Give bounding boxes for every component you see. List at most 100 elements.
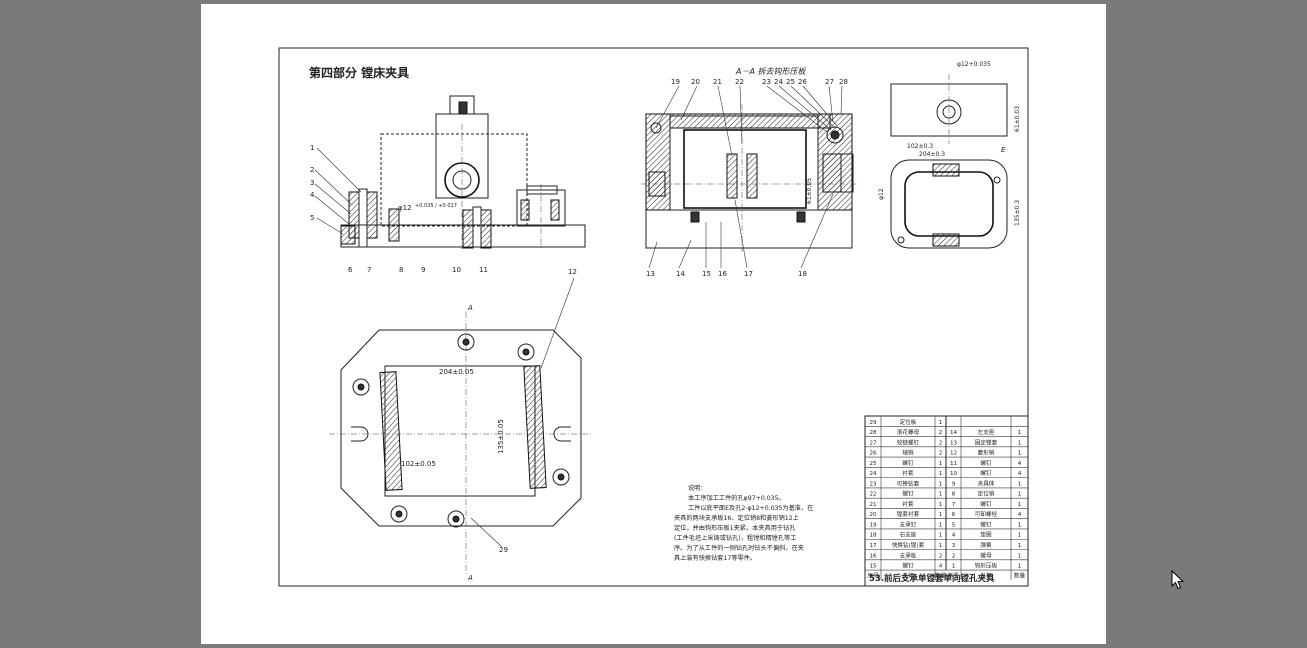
bom-item-name: 铰链螺钉 (897, 438, 920, 446)
part-number: 27 (825, 78, 834, 86)
bom-item-qty: 1 (1018, 481, 1022, 487)
bom-item-number: 27 (869, 440, 877, 446)
bom-item-name: 固定镗套 (975, 438, 998, 446)
bom-item-name: 左支座 (978, 428, 995, 436)
bom-item-qty: 1 (939, 492, 943, 498)
bom-item-number: 8 (952, 492, 956, 498)
part-number: 9 (421, 266, 425, 274)
note-line: 定位，并由钩形压板1夹紧。本夹具用于钻孔 (674, 524, 796, 532)
bom-item-number: 4 (952, 533, 956, 539)
bom-item-number: 11 (950, 461, 958, 467)
part-number: 20 (691, 78, 700, 86)
workpiece-view: φ12+0.035 61±0.03 E 102±0.3 204±0.3 135±… (878, 61, 1021, 249)
bom-item-number: 2 (952, 553, 956, 559)
part-number: 26 (798, 78, 807, 86)
bom-item-name: 螺钉 (980, 500, 992, 508)
bom-item-name: 菱形销 (978, 449, 995, 457)
bom-item-number: 24 (869, 471, 877, 477)
bom-item-qty: 1 (1018, 564, 1022, 570)
bom-item-number: 12 (950, 451, 957, 457)
bom-item-qty: 1 (1018, 502, 1022, 508)
bom-item-name: 衬套 (902, 469, 914, 477)
bom-item-name: 可换钻套 (897, 479, 920, 487)
dim-d2: 135±0.05 (497, 419, 505, 454)
bom-item-number: 5 (952, 522, 956, 528)
dim-d9: 61±0.03 (1014, 106, 1021, 132)
part-number: 21 (713, 78, 722, 86)
bom-item-qty: 1 (939, 461, 943, 467)
bom-item-name: 螺钉 (980, 469, 992, 477)
bom-item-qty: 1 (939, 502, 943, 508)
note-line: 夹具的两块支承板16、定位销8和菱形销12上 (674, 514, 799, 522)
bom-item-qty: 4 (1018, 471, 1022, 477)
bom-item-qty: 1 (939, 420, 943, 426)
notes-block: 说明： 本工序加工工件的孔φ97+0.035。 工件以底平面E及孔2-φ12+0… (674, 484, 813, 562)
bom-item-name: 螺母 (980, 551, 992, 559)
bom-item-qty: 1 (939, 471, 943, 477)
bom-item-name: 支承板 (900, 551, 917, 559)
part-number: 28 (839, 78, 848, 86)
bom-item-qty: 2 (939, 451, 943, 457)
part-number: 14 (676, 270, 685, 278)
bom-item-number: 21 (869, 502, 877, 508)
leader-lines (314, 85, 843, 548)
bom-item-number: 13 (950, 440, 958, 446)
bom-item-qty: 1 (1018, 430, 1022, 436)
section-mark-bottom: A (467, 574, 473, 582)
bom-header: 名称 (902, 572, 914, 580)
bom-item-name: 定位板 (900, 418, 917, 426)
bom-item-name: 定位销 (978, 490, 995, 498)
part-number: 29 (499, 546, 508, 554)
bom-item-name: 弹簧 (980, 541, 992, 549)
bom-item-number: 16 (869, 553, 877, 559)
section-view: A－A 拆去钩形压板 61±0.05 (641, 67, 861, 252)
plan-bolts (352, 333, 570, 528)
bom-item-number: 18 (869, 533, 877, 539)
header-title: 第四部分 镗床夹具 (309, 65, 409, 80)
bom-item-name: 轴销 (902, 449, 914, 457)
note-line: 具上装有快换钻套17等零件。 (674, 554, 756, 562)
bom-item-name: 螺钉 (902, 490, 914, 498)
part-number: 19 (671, 78, 680, 86)
dim-d6: 204±0.3 (919, 151, 945, 158)
dim-d12: φ12 (878, 188, 885, 200)
bom-item-qty: 4 (939, 564, 943, 570)
part-number: 6 (348, 266, 353, 274)
bom-item-name: 快换钻(镗)套 (892, 541, 925, 549)
dim-d4: φ12 (398, 204, 412, 212)
part-number: 13 (646, 270, 655, 278)
bom-item-number: 20 (869, 512, 877, 518)
bom-item-name: 衬套 (902, 500, 914, 508)
bom-item-name: 夹具体 (978, 479, 995, 487)
bom-item-number: 23 (869, 481, 877, 487)
bom-item-number: 22 (869, 492, 876, 498)
note-line: 序。为了从工件的一侧钻孔时钻头不偏斜，在夹 (674, 544, 804, 552)
front-view: φ12 +0.035 / +0.017 (340, 95, 586, 249)
part-number: 24 (774, 78, 783, 86)
bom-item-qty: 1 (939, 512, 943, 518)
bom-item-qty: 4 (1018, 461, 1022, 467)
bom-item-number: 3 (952, 543, 956, 549)
part-number: 5 (310, 214, 314, 222)
bom-item-qty: 1 (939, 543, 943, 549)
bom-item-qty: 4 (1018, 512, 1022, 518)
bom-item-name: 螺钉 (980, 520, 992, 528)
part-number: 11 (479, 266, 488, 274)
bom-item-number: 14 (950, 430, 958, 436)
bom-item-qty: 2 (939, 440, 943, 446)
part-number: 18 (798, 270, 807, 278)
bom-item-name: 右支座 (900, 531, 917, 539)
bom-item-qty: 2 (939, 430, 943, 436)
bom-item-number: 1 (952, 564, 956, 570)
part-numbers: 1 2 3 4 5 6 7 8 9 10 11 19 20 21 22 23 2… (310, 78, 848, 554)
bom-item-number: 29 (869, 420, 877, 426)
dim-d11: 61±0.05 (806, 178, 813, 204)
dim-d3: 102±0.05 (401, 460, 436, 468)
bom-item-name: 滚花螺母 (897, 428, 920, 436)
bom-item-qty: 1 (939, 522, 943, 528)
note-line: 本工序加工工件的孔φ97+0.035。 (688, 494, 785, 502)
notes-title: 说明： (688, 484, 707, 492)
bom-item-qty: 1 (939, 533, 943, 539)
bom-item-name: 螺钉 (902, 562, 914, 570)
section-title: A－A 拆去钩形压板 (735, 67, 806, 76)
